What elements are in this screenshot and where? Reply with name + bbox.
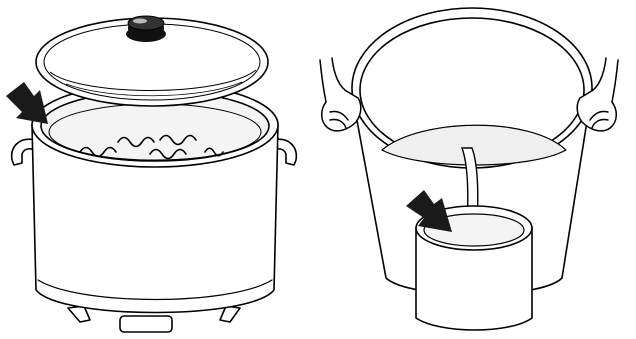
cooker-foot [219,305,241,323]
hand-icon [319,57,362,132]
pouring-illustration [300,0,636,339]
lid-knob-icon [126,15,166,42]
steam-wave-icon [79,134,224,160]
receiving-container [415,227,533,331]
hand-icon [576,57,619,132]
cooker-body [31,124,279,314]
indicator-arrow-icon [6,82,48,124]
cooker-foot [119,315,173,333]
indicator-arrow-icon [406,190,452,232]
pot-liquid-surface [381,124,567,166]
cooker-illustration [0,0,310,339]
pouring-drawing [319,7,619,331]
cooker-drawing [6,15,298,333]
